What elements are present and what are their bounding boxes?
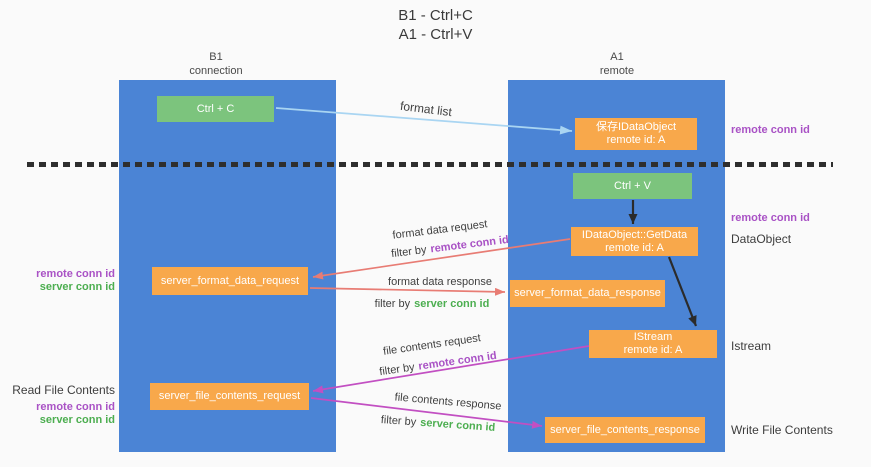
format-data-response-arrow bbox=[309, 287, 506, 296]
server-file-contents-response-box: server_file_contents_response bbox=[545, 417, 705, 443]
right-remote-conn-id-mid-label: remote conn id bbox=[731, 212, 810, 224]
left-column-role: connection bbox=[189, 65, 243, 77]
getdata-line1: IDataObject::GetData bbox=[581, 228, 688, 241]
title-line-2: A1 - Ctrl+V bbox=[398, 26, 473, 43]
title-line-1: B1 - Ctrl+C bbox=[398, 7, 473, 24]
server-format-data-response-label: server_format_data_response bbox=[514, 287, 661, 299]
ctrl-c-label: Ctrl + C bbox=[196, 102, 235, 115]
server-file-contents-request-label: server_file_contents_request bbox=[158, 390, 301, 402]
server-file-contents-response-label: server_file_contents_response bbox=[550, 423, 700, 436]
server-format-data-request-label: server_format_data_request bbox=[160, 274, 300, 287]
filter-by-text: filter by bbox=[380, 414, 417, 429]
dataobject-label: DataObject bbox=[731, 232, 792, 246]
left-server-conn-id-label: server conn id bbox=[39, 281, 115, 293]
right-column-header: A1 remote bbox=[557, 50, 677, 78]
filter-by-text: filter by bbox=[378, 361, 416, 379]
save-dataobject-line1: 保存IDataObject bbox=[595, 121, 677, 133]
left-column-name: B1 bbox=[209, 51, 223, 63]
right-column-role: remote bbox=[599, 65, 635, 77]
save-dataobject-box: 保存IDataObject remote id: A bbox=[575, 118, 697, 150]
left-column-header: B1 connection bbox=[156, 50, 276, 78]
diagram-title: B1 - Ctrl+C A1 - Ctrl+V bbox=[0, 6, 871, 44]
server-conn-id-text: server conn id bbox=[414, 298, 490, 310]
left-remote-conn-id-bottom-label: remote conn id bbox=[36, 401, 115, 413]
filter-by-text: filter by bbox=[390, 243, 428, 261]
remote-conn-id-text: remote conn id bbox=[417, 349, 498, 373]
format-data-response-label: format data response bbox=[388, 276, 492, 288]
server-format-data-response-box: server_format_data_response bbox=[510, 280, 665, 307]
left-server-conn-id-bottom-label: server conn id bbox=[39, 414, 115, 426]
ctrl-v-label: Ctrl + V bbox=[614, 179, 651, 192]
istream-side-label: Istream bbox=[731, 339, 772, 353]
server-conn-id-text: server conn id bbox=[419, 416, 496, 434]
write-file-contents-label: Write File Contents bbox=[731, 423, 833, 437]
istream-line1: IStream bbox=[633, 331, 673, 343]
file-contents-response-label: file contents response bbox=[394, 391, 502, 413]
filter-by-text: filter by bbox=[374, 298, 411, 310]
istream-line2: remote id: A bbox=[623, 344, 683, 356]
getdata-box: IDataObject::GetData remote id: A bbox=[571, 227, 698, 256]
ctrl-v-box: Ctrl + V bbox=[573, 173, 692, 199]
server-file-contents-request-box: server_file_contents_request bbox=[150, 383, 309, 410]
phase-separator-line bbox=[27, 162, 833, 167]
istream-box: IStream remote id: A bbox=[589, 330, 717, 358]
read-file-contents-label: Read File Contents bbox=[12, 383, 115, 397]
remote-conn-id-text: remote conn id bbox=[429, 233, 510, 256]
right-remote-conn-id-top-label: remote conn id bbox=[731, 124, 810, 136]
server-format-data-request-box: server_format_data_request bbox=[152, 267, 308, 295]
format-list-label: format list bbox=[399, 98, 453, 120]
left-remote-conn-id-label: remote conn id bbox=[36, 268, 115, 280]
right-column-name: A1 bbox=[610, 51, 624, 63]
save-dataobject-line2: remote id: A bbox=[606, 134, 666, 146]
ctrl-c-box: Ctrl + C bbox=[157, 96, 274, 122]
getdata-line2: remote id: A bbox=[605, 241, 664, 254]
